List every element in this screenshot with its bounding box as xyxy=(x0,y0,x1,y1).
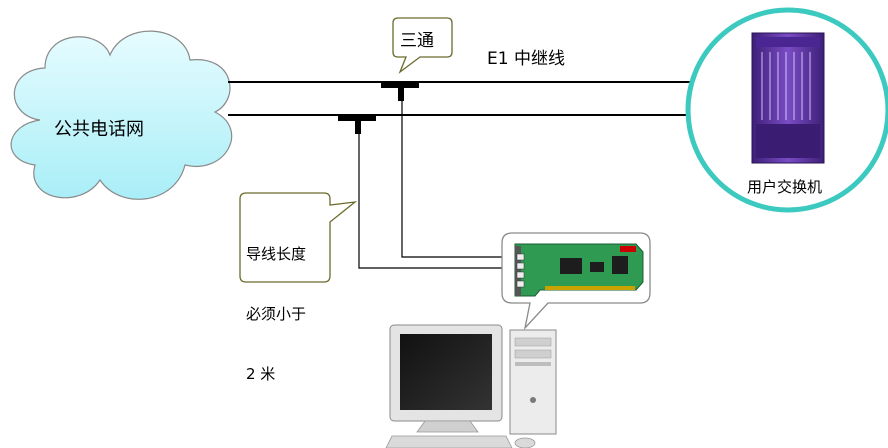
public-telephone-network-cloud xyxy=(10,30,233,200)
e1-trunk-lines xyxy=(228,81,692,116)
drop-wires xyxy=(358,100,508,269)
desktop-computer-icon xyxy=(385,324,557,448)
pbx-rack-icon xyxy=(751,32,825,164)
tee-connector-lower xyxy=(338,115,376,134)
card-callout-bubble xyxy=(501,232,651,331)
wire-note-line-3: 2 米 xyxy=(246,365,276,383)
tee-callout-bubble xyxy=(392,17,453,74)
cloud-label: 公共电话网 xyxy=(54,119,144,140)
tee-connector-upper xyxy=(381,82,419,101)
pbx-switch xyxy=(685,7,888,213)
wire-length-note: 导线长度 必须小于 2 米 xyxy=(246,204,306,404)
pci-card-icon xyxy=(514,243,644,297)
wire-note-line-1: 导线长度 xyxy=(246,245,307,263)
pbx-label: 用户交换机 xyxy=(747,178,823,196)
wire-length-callout-bubble xyxy=(239,192,358,283)
tee-callout-text: 三通 xyxy=(400,31,434,51)
wire-note-line-2: 必须小于 xyxy=(246,305,307,323)
e1-trunk-label: E1 中继线 xyxy=(487,49,565,69)
